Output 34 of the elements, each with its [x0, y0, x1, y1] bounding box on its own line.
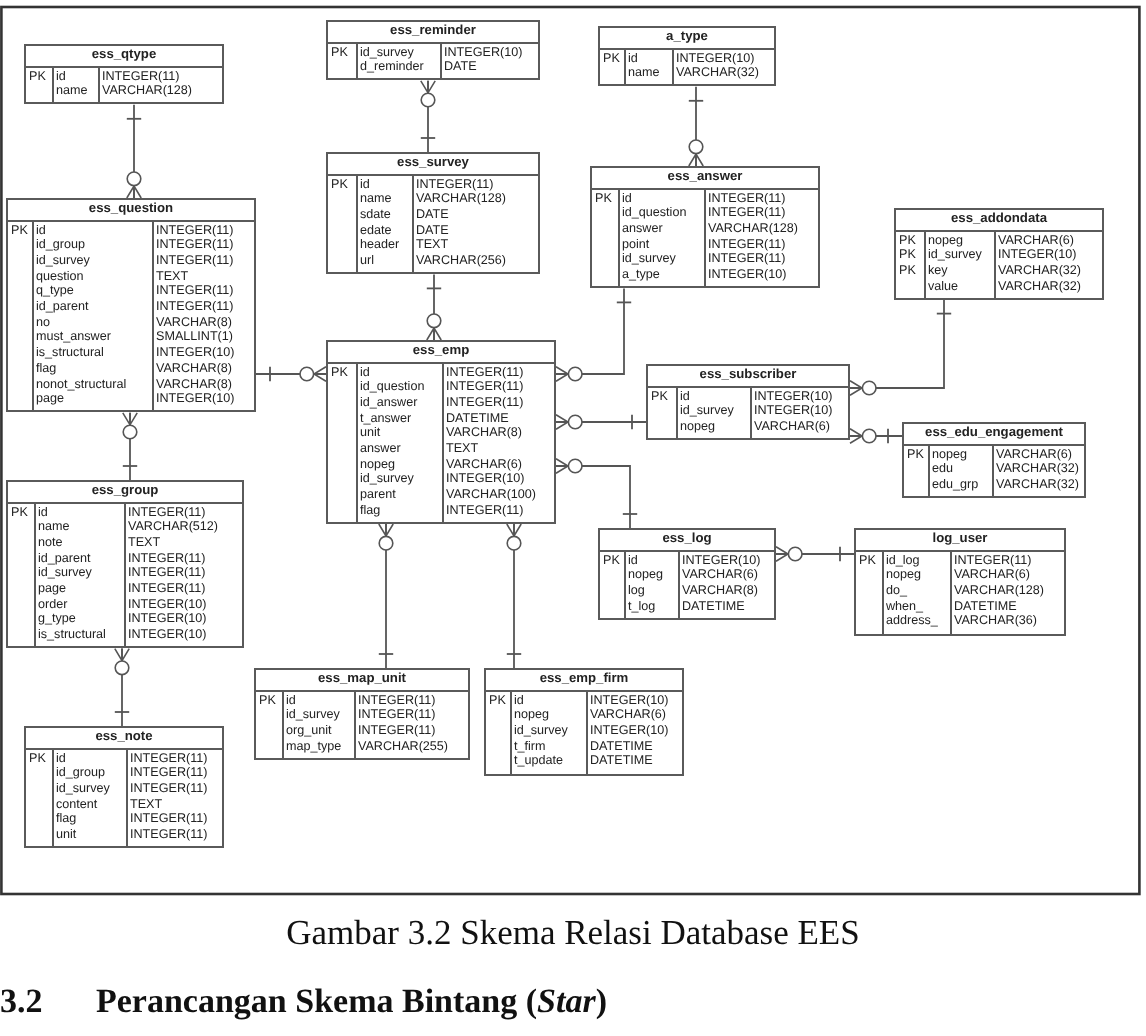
relationship-line	[113, 647, 131, 727]
entity-table	[854, 528, 1066, 635]
entity-table	[484, 668, 684, 775]
entity-table	[254, 668, 470, 760]
figure-caption: Gambar 3.2 Skema Relasi Database EES	[286, 912, 860, 952]
entity-table	[326, 340, 556, 524]
relationship-line	[555, 458, 639, 529]
entity-table	[894, 208, 1104, 300]
relationship-line	[555, 413, 647, 431]
entity-table	[24, 726, 224, 849]
entity-table	[590, 166, 820, 289]
relationship-line	[849, 298, 953, 396]
relationship-line	[425, 273, 443, 341]
relationship-line	[849, 427, 903, 445]
relationship-line	[255, 365, 327, 383]
entity-table	[598, 528, 776, 620]
relationship-line	[505, 523, 523, 669]
entity-table	[6, 198, 256, 413]
entity-table	[6, 480, 244, 649]
relationship-line	[555, 287, 633, 382]
entity-table	[326, 152, 540, 275]
entity-table	[902, 422, 1086, 499]
section-number: 3.2	[0, 982, 43, 1022]
entity-table	[24, 44, 224, 105]
entity-table	[646, 364, 850, 441]
relationship-line	[775, 545, 855, 563]
entity-table	[326, 20, 540, 81]
entity-table	[598, 26, 776, 87]
relationship-line	[125, 103, 143, 199]
relationship-line	[121, 411, 139, 481]
section-heading: Perancangan Skema Bintang (Star)	[96, 982, 608, 1022]
relationship-line	[687, 85, 705, 167]
relationship-line	[377, 523, 395, 669]
relationship-line	[419, 79, 437, 153]
